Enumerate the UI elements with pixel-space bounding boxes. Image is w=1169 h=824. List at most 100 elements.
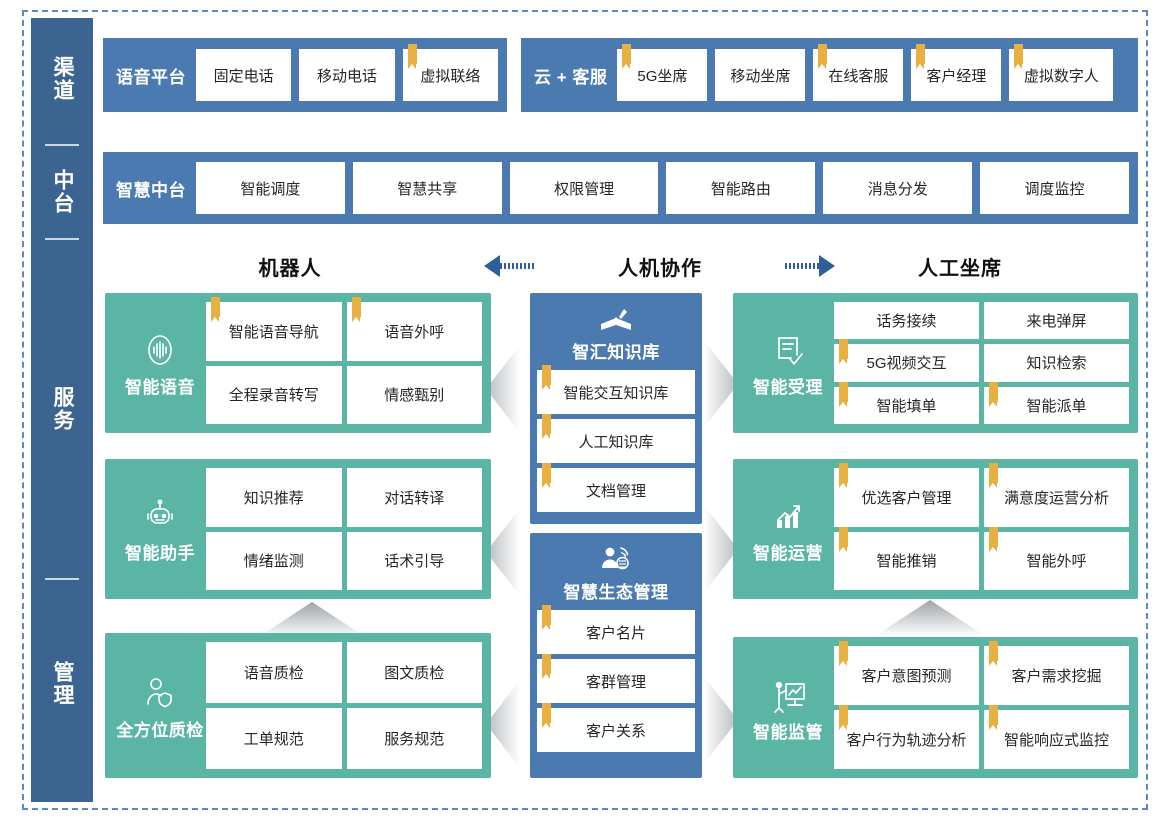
cell-label: 智能响应式监控: [1003, 732, 1109, 749]
chevron-right-operation: [704, 505, 738, 593]
platform-chip[interactable]: 智能调度: [196, 162, 345, 214]
cell-label: 话务接续: [876, 313, 937, 331]
capability-cell[interactable]: 智能响应式监控: [984, 705, 1129, 769]
chip-label: 5G坐席: [637, 67, 688, 85]
rail-label-platform: 中台: [51, 169, 74, 215]
capability-cell[interactable]: 优选客户管理: [834, 463, 979, 527]
header-label-collaboration: 人机协作: [618, 257, 702, 280]
platform-chip[interactable]: 调度监控: [980, 162, 1129, 214]
capability-name: 智能监管: [753, 722, 823, 742]
robot-icon: [140, 494, 180, 536]
capability-grid: 智能语音导航 语音外呼 全程录音转写 情感甄别: [206, 297, 482, 424]
chevron-left-voice: [486, 345, 520, 433]
cell-label: 话术引导: [384, 553, 445, 571]
platform-chip[interactable]: 消息分发: [823, 162, 973, 214]
bookmark-ribbon-icon: [351, 297, 361, 322]
capability-cell[interactable]: 语音外呼: [346, 297, 482, 361]
chip-label: 调度监控: [1024, 180, 1085, 198]
rail-label-service: 服务: [51, 386, 74, 432]
capability-cell[interactable]: 客户意图预测: [834, 641, 979, 705]
chip-label: 智能路由: [710, 180, 771, 198]
capability-cell[interactable]: 知识推荐: [206, 468, 342, 527]
chip-label: 虚拟数字人: [1023, 67, 1099, 85]
channel-chip[interactable]: 虚拟联络: [402, 44, 498, 101]
arrow-left-to-robot: [484, 255, 534, 277]
cell-label: 图文质检: [384, 665, 445, 682]
capability-cell[interactable]: 语音质检: [206, 642, 342, 703]
cell-label: 客户意图预测: [861, 668, 952, 685]
capability-cell[interactable]: 智能派单: [984, 381, 1129, 424]
capability-cell[interactable]: 对话转译: [346, 468, 482, 527]
capability-name: 智能运营: [753, 544, 823, 563]
capability-name: 全方位质检: [116, 720, 204, 740]
platform-chip[interactable]: 权限管理: [509, 162, 659, 214]
center-block-header: 智汇知识库: [537, 300, 695, 370]
rail-divider: [45, 144, 79, 146]
bookmark-ribbon-icon: [839, 526, 848, 552]
capability-cell[interactable]: 5G视频交互: [834, 339, 979, 382]
capability-cell[interactable]: 来电弹屏: [984, 302, 1129, 340]
cell-label: 对话转译: [384, 489, 445, 507]
bookmark-ribbon-icon: [839, 463, 848, 488]
capability-cell[interactable]: 知识检索: [984, 344, 1129, 382]
capability-side: 智能监管: [742, 673, 834, 743]
bookmark-ribbon-icon: [818, 44, 828, 69]
cell-label: 5G视频交互: [866, 355, 947, 373]
capability-cell[interactable]: 情绪监测: [206, 531, 342, 590]
capability-cell[interactable]: 智能填单: [834, 381, 979, 424]
capability-name: 智能助手: [125, 544, 195, 563]
platform-chip[interactable]: 智能路由: [666, 162, 816, 214]
bookmark-ribbon-icon: [989, 705, 998, 730]
center-item[interactable]: 智能交互知识库: [537, 365, 695, 414]
capability-cell[interactable]: 智能外呼: [984, 526, 1129, 590]
center-item[interactable]: 客户名片: [537, 605, 695, 654]
item-label: 人工知识库: [578, 433, 654, 451]
capability-cell[interactable]: 全程录音转写: [206, 365, 342, 424]
chip-label: 消息分发: [867, 180, 928, 198]
item-label: 客户关系: [585, 722, 646, 740]
capability-cell[interactable]: 服务规范: [346, 708, 482, 769]
capability-cell[interactable]: 话术引导: [346, 531, 482, 590]
cell-label: 智能语音导航: [228, 323, 319, 341]
up-arrow-right-column: [875, 600, 985, 641]
center-item[interactable]: 人工知识库: [537, 414, 695, 463]
capability-cell[interactable]: 满意度运营分析: [984, 463, 1129, 527]
capability-cell[interactable]: 客户需求挖掘: [984, 641, 1129, 705]
capability-cell[interactable]: 情感甄别: [346, 365, 482, 424]
capability-side: 智能运营: [742, 494, 834, 564]
platform-chip[interactable]: 智慧共享: [352, 162, 502, 214]
voice-wave-icon: [140, 328, 180, 370]
capability-cell[interactable]: 话务接续: [834, 302, 979, 340]
person-shield-icon: [140, 671, 180, 713]
center-block-list: 智能交互知识库 人工知识库 文档管理: [537, 365, 695, 517]
channel-chip[interactable]: 移动坐席: [715, 49, 806, 101]
item-label: 客群管理: [585, 673, 646, 691]
channel-group-title: 语音平台: [116, 67, 186, 87]
cell-label: 语音质检: [243, 665, 304, 682]
rail-label-channel: 渠道: [51, 56, 74, 102]
center-item[interactable]: 客群管理: [537, 654, 695, 703]
cell-label: 全程录音转写: [228, 387, 319, 405]
cell-label: 智能外呼: [1026, 553, 1087, 571]
capability-cell[interactable]: 客户行为轨迹分析: [834, 705, 979, 769]
channel-chip[interactable]: 虚拟数字人: [1009, 44, 1114, 101]
chip-label: 在线客服: [828, 67, 889, 85]
bookmark-ribbon-icon: [542, 463, 551, 488]
center-item[interactable]: 文档管理: [537, 463, 695, 512]
capability-cell[interactable]: 工单规范: [206, 708, 342, 769]
capability-cell[interactable]: 图文质检: [346, 642, 482, 703]
channel-chip[interactable]: 客户经理: [911, 44, 1002, 101]
channel-chip[interactable]: 移动电话: [299, 49, 395, 101]
chip-label: 智能调度: [240, 180, 301, 198]
channel-chip[interactable]: 在线客服: [813, 44, 904, 101]
channel-chip[interactable]: 5G坐席: [617, 44, 708, 101]
capability-block-full-quality-inspection: 全方位质检 语音质检 图文质检 工单规范 服务规范: [105, 633, 491, 778]
capability-name: 智能受理: [753, 378, 823, 397]
channel-chip[interactable]: 固定电话: [196, 49, 292, 101]
capability-block-intelligent-supervision: 智能监管 客户意图预测 客户需求挖掘 客户行为轨迹分析 智能响应式监控: [733, 637, 1138, 778]
capability-cell[interactable]: 智能推销: [834, 526, 979, 590]
center-item[interactable]: 客户关系: [537, 703, 695, 752]
bookmark-ribbon-icon: [542, 703, 551, 728]
capability-cell[interactable]: 智能语音导航: [206, 297, 342, 361]
center-block-name: 智汇知识库: [572, 343, 660, 362]
